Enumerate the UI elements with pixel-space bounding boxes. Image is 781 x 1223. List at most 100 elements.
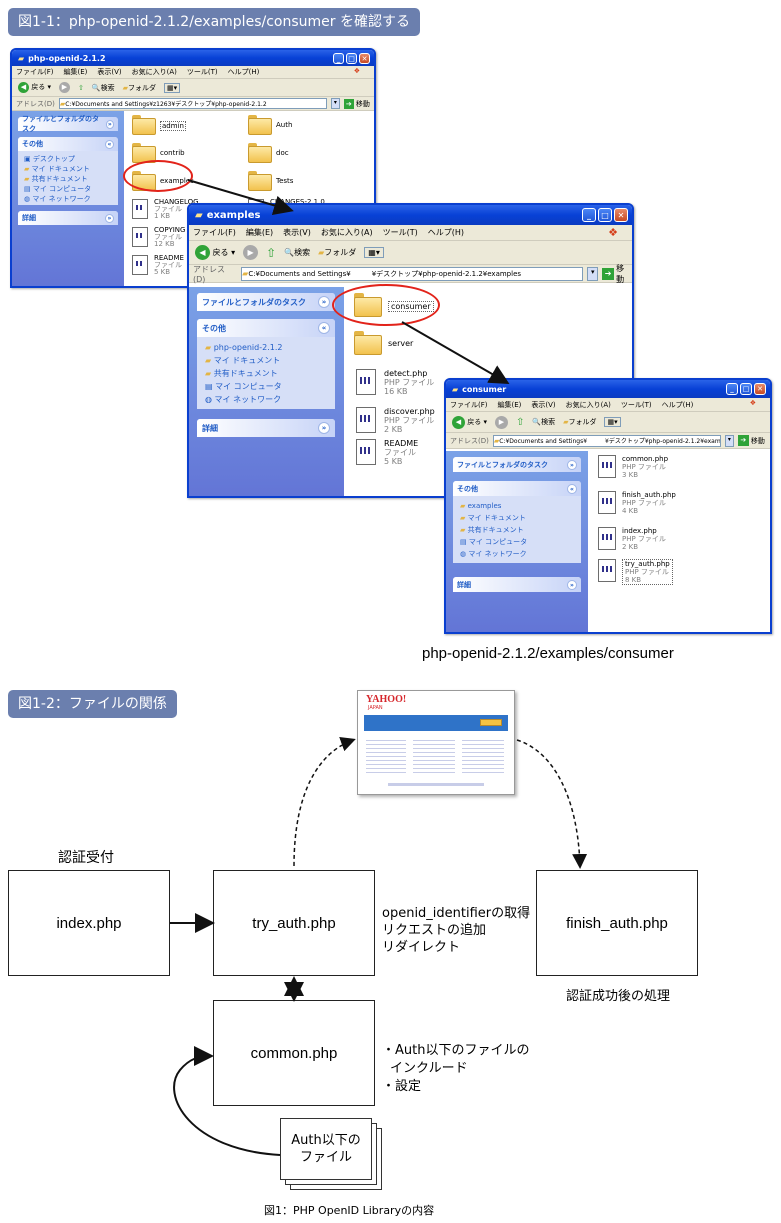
views-button[interactable]: ▦▾ [604,417,621,427]
menu-bar: ファイル(F) 編集(E) 表示(V) お気に入り(A) ツール(T) ヘルプ(… [12,66,374,79]
menu-view[interactable]: 表示(V) [97,68,122,76]
chevron-up-icon[interactable]: « [567,483,577,494]
chevron-down-icon[interactable]: » [318,296,330,308]
go-button[interactable]: ➔移動 [343,98,370,109]
link-my-computer[interactable]: ▤ マイ コンピュータ [460,538,528,546]
folder-item-tests[interactable]: Tests [248,171,293,191]
up-folder-icon[interactable]: ⇧ [515,416,525,428]
maximize-button[interactable]: □ [740,383,752,395]
menu-edit[interactable]: 編集(E) [63,68,88,76]
link-my-documents[interactable]: ▰ マイ ドキュメント [460,514,526,522]
folder-item-doc[interactable]: doc [248,143,289,163]
menu-file[interactable]: ファイル(F) [193,228,236,237]
minimize-button[interactable]: _ [333,53,344,64]
menu-edit[interactable]: 編集(E) [497,400,522,409]
folder-item-admin[interactable]: admin [132,115,186,135]
chevron-down-icon[interactable]: » [318,422,330,434]
address-dropdown-icon[interactable]: ▾ [724,434,734,447]
chevron-down-icon[interactable]: » [567,459,577,470]
go-button[interactable]: ➔移動 [737,435,765,446]
menu-help[interactable]: ヘルプ(H) [427,228,464,237]
windows-logo-icon: ❖ [353,67,360,75]
folder-item-auth[interactable]: Auth [248,115,292,135]
menu-tools[interactable]: ツール(T) [186,68,218,76]
back-button[interactable]: ◀ 戻る ▾ [18,82,51,93]
link-my-computer[interactable]: ▤ マイ コンピュータ [24,185,92,193]
menu-tools[interactable]: ツール(T) [620,400,652,409]
chevron-down-icon[interactable]: » [105,213,114,223]
address-dropdown-icon[interactable]: ▾ [587,266,599,281]
titlebar[interactable]: ▰ examples _ □ ✕ [189,205,632,225]
minimize-button[interactable]: _ [726,383,738,395]
folders-button[interactable]: ▰フォルダ [563,418,597,426]
link-shared-documents[interactable]: ▰ 共有ドキュメント [205,369,278,378]
menu-tools[interactable]: ツール(T) [382,228,418,237]
link-shared-documents[interactable]: ▰ 共有ドキュメント [24,175,88,183]
search-button[interactable]: 🔍検索 [284,248,311,257]
go-button[interactable]: ➔移動 [602,263,632,285]
link-my-network[interactable]: ◍ マイ ネットワーク [205,395,282,404]
forward-button[interactable]: ▶ [243,245,259,260]
minimize-button[interactable]: _ [582,208,596,222]
link-my-documents[interactable]: ▰ マイ ドキュメント [205,356,281,365]
back-button[interactable]: ◀ 戻る ▾ [452,415,487,429]
back-button[interactable]: ◀ 戻る ▾ [195,245,235,260]
maximize-button[interactable]: □ [598,208,612,222]
address-dropdown-icon[interactable]: ▾ [330,98,340,109]
menu-edit[interactable]: 編集(E) [245,228,274,237]
forward-button[interactable]: ▶ [58,82,70,93]
link-my-documents[interactable]: ▰ マイ ドキュメント [24,165,90,173]
up-folder-icon[interactable]: ⇧ [266,245,277,260]
address-input[interactable]: ▰ C:¥Documents and Settings¥ ¥デスクトップ¥php… [241,266,584,281]
folders-button[interactable]: ▰フォルダ [122,83,156,92]
titlebar[interactable]: ▰ php-openid-2.1.2 _ □ ✕ [12,50,374,66]
link-examples[interactable]: ▰ examples [460,502,502,510]
menu-favorites[interactable]: お気に入り(A) [131,68,177,76]
forward-button[interactable]: ▶ [494,415,508,429]
menu-help[interactable]: ヘルプ(H) [227,68,260,76]
menu-favorites[interactable]: お気に入り(A) [320,228,373,237]
search-icon: 🔍 [532,418,542,426]
folders-button[interactable]: ▰フォルダ [318,248,357,257]
address-input[interactable]: ▰ C:¥Documents and Settings¥ ¥デスクトップ¥php… [492,434,721,447]
chevron-up-icon[interactable]: « [105,139,114,149]
link-php-openid[interactable]: ▰ php-openid-2.1.2 [205,343,283,352]
menu-view[interactable]: 表示(V) [531,400,556,409]
maximize-button[interactable]: □ [346,53,357,64]
menu-file[interactable]: ファイル(F) [450,400,488,409]
views-button[interactable]: ▦▾ [364,247,384,258]
menu-file[interactable]: ファイル(F) [16,68,54,76]
menu-favorites[interactable]: お気に入り(A) [565,400,611,409]
menu-view[interactable]: 表示(V) [283,228,311,237]
close-button[interactable]: ✕ [614,208,628,222]
link-desktop[interactable]: ▣ デスクトップ [24,155,75,163]
close-button[interactable]: ✕ [754,383,766,395]
link-my-network[interactable]: ◍ マイ ネットワーク [24,195,91,203]
chevron-down-icon[interactable]: » [105,119,114,129]
chevron-down-icon[interactable]: » [567,579,577,590]
address-input[interactable]: ▰ C:¥Documents and Settings¥z1263¥デスクトップ… [58,98,327,109]
folder-item-contrib[interactable]: contrib [132,143,185,163]
search-button[interactable]: 🔍検索 [532,418,556,426]
titlebar[interactable]: ▰ consumer _ □ ✕ [446,380,770,398]
link-my-computer[interactable]: ▤ マイ コンピュータ [205,382,282,391]
chevron-up-icon[interactable]: « [318,322,330,334]
views-button[interactable]: ▦▾ [163,82,181,93]
close-button[interactable]: ✕ [359,53,370,64]
search-button[interactable]: 🔍検索 [91,83,115,92]
up-folder-icon[interactable]: ⇧ [77,83,84,92]
folder-item-server[interactable]: server [354,331,413,355]
link-shared-documents[interactable]: ▰ 共有ドキュメント [460,526,524,534]
link-my-network[interactable]: ◍ マイ ネットワーク [460,550,527,558]
menu-help[interactable]: ヘルプ(H) [661,400,694,409]
